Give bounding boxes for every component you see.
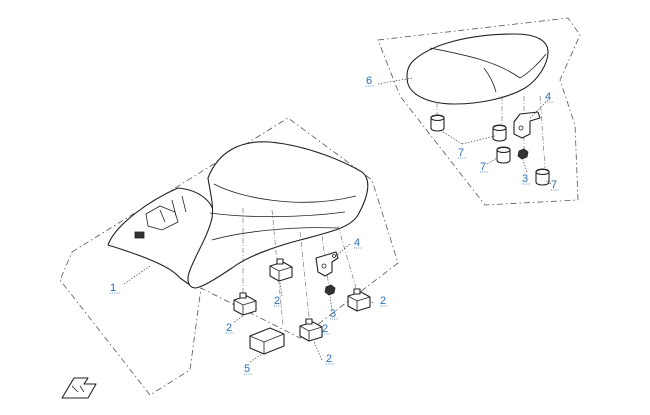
svg-text:4: 4 — [545, 91, 551, 103]
svg-text:7: 7 — [458, 147, 464, 159]
callout-2[interactable]: 2 — [326, 353, 334, 365]
svg-text:2: 2 — [380, 295, 386, 307]
rubber-bush[interactable] — [233, 292, 257, 316]
pillion-seat[interactable] — [406, 33, 549, 105]
leader-line — [545, 179, 552, 185]
svg-text:3: 3 — [522, 173, 528, 185]
callout-7[interactable]: 7 — [458, 147, 466, 159]
leader-line — [486, 157, 498, 165]
svg-text:7: 7 — [551, 179, 557, 191]
leader-line — [529, 99, 549, 119]
nut[interactable] — [324, 284, 336, 296]
callout-4[interactable]: 4 — [545, 91, 553, 103]
svg-text:6: 6 — [366, 75, 372, 87]
seat-bracket[interactable] — [315, 251, 339, 277]
rider-seat[interactable] — [107, 141, 369, 289]
centerline — [299, 231, 311, 326]
callout-4[interactable]: 4 — [354, 237, 362, 249]
leader-line — [313, 341, 323, 361]
rubber-damper[interactable] — [496, 146, 511, 164]
callout-3[interactable]: 3 — [522, 173, 530, 185]
svg-text:3: 3 — [330, 308, 336, 320]
callout-7[interactable]: 7 — [551, 179, 559, 191]
svg-text:2: 2 — [322, 323, 328, 335]
callout-2[interactable]: 2 — [226, 322, 234, 334]
callout-3[interactable]: 3 — [330, 308, 338, 320]
svg-text:5: 5 — [244, 363, 250, 375]
seat-bracket[interactable] — [513, 111, 541, 139]
callout-2[interactable]: 2 — [322, 323, 330, 335]
callout-5[interactable]: 5 — [244, 363, 252, 375]
rubber-damper[interactable] — [535, 168, 550, 186]
leader-line — [335, 243, 351, 257]
leader-line — [249, 353, 263, 363]
callout-2[interactable]: 2 — [274, 295, 282, 307]
leader-line — [279, 281, 283, 297]
svg-text:2: 2 — [326, 353, 332, 365]
callout-2[interactable]: 2 — [380, 295, 388, 307]
rubber-damper[interactable] — [492, 124, 507, 142]
callout-7[interactable]: 7 — [480, 161, 488, 173]
seat-latch-hook — [134, 231, 145, 239]
centerline — [539, 95, 546, 169]
svg-text:7: 7 — [480, 161, 486, 173]
svg-text:2: 2 — [226, 322, 232, 334]
leader-line — [123, 265, 151, 285]
rubber-bush[interactable] — [299, 318, 323, 342]
rubber-damper[interactable] — [430, 114, 445, 132]
pillion-seat-group-boundary — [377, 17, 581, 206]
centerline — [337, 225, 359, 296]
svg-text:1: 1 — [110, 282, 116, 294]
leader-line — [461, 135, 496, 145]
leader-line — [439, 129, 463, 145]
nut[interactable] — [517, 148, 529, 160]
svg-text:4: 4 — [354, 237, 360, 249]
callout-1[interactable]: 1 — [110, 282, 120, 294]
front-arrow-icon — [61, 377, 97, 399]
leader-line — [233, 315, 244, 323]
leader-line — [369, 301, 374, 305]
rubber-bush[interactable] — [269, 258, 293, 282]
leader-line — [522, 159, 528, 173]
callout-6[interactable]: 6 — [366, 75, 374, 87]
rubber-bush[interactable] — [347, 288, 371, 312]
leader-line — [329, 295, 333, 311]
rubber-pad[interactable] — [249, 327, 285, 355]
svg-text:2: 2 — [274, 295, 280, 307]
